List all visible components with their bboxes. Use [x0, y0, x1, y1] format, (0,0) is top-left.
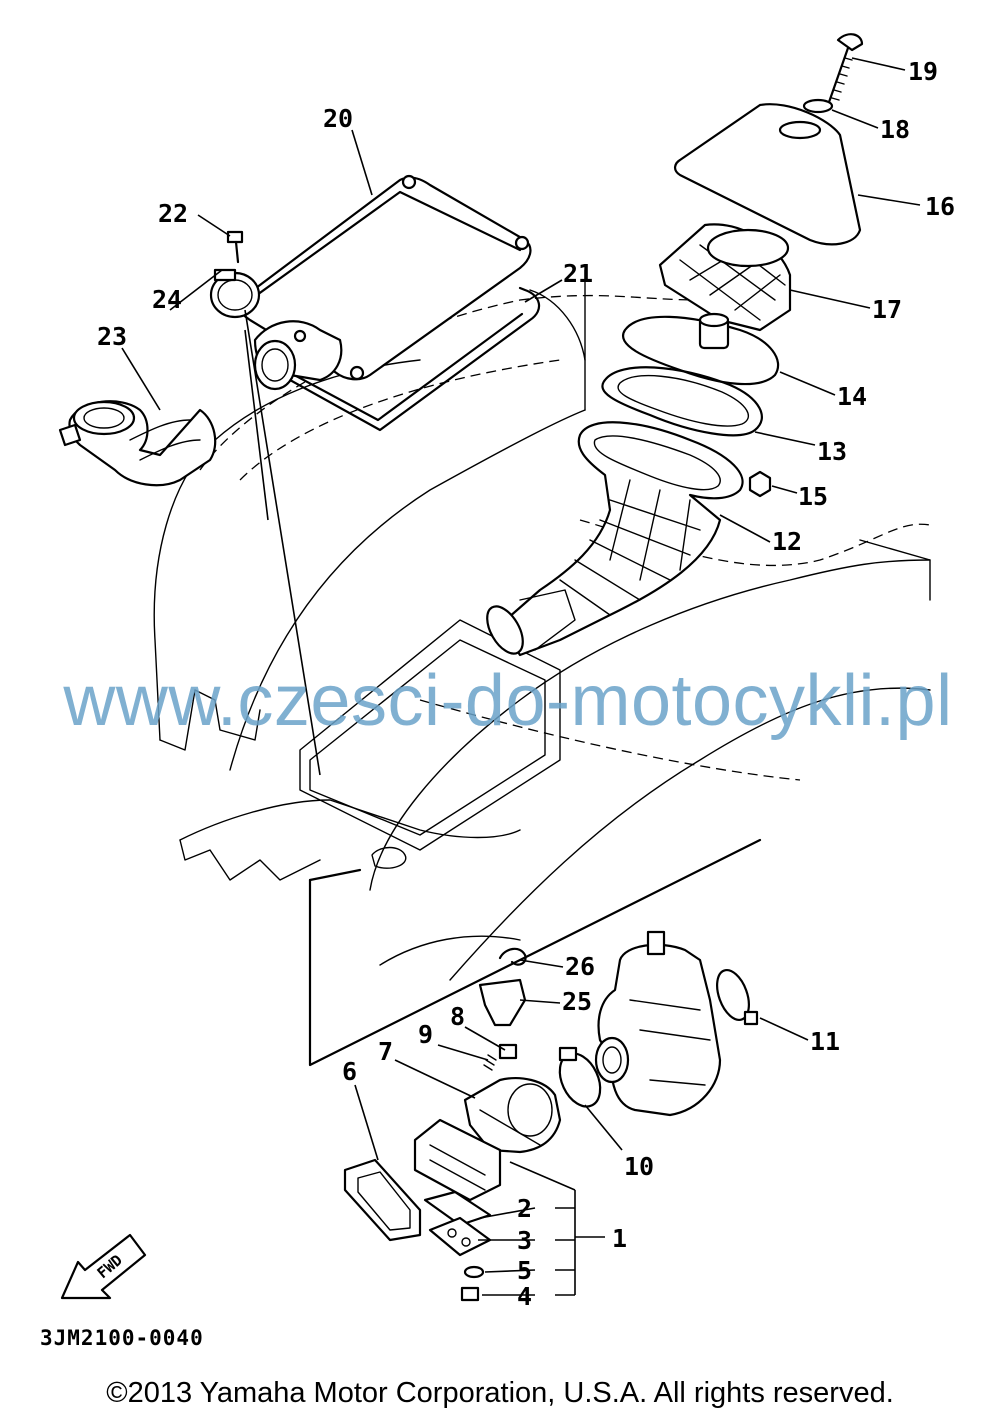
callout-11: 11 [810, 1027, 840, 1056]
callout-1: 1 [612, 1224, 627, 1253]
callout-18: 18 [880, 115, 910, 144]
fwd-arrow-icon: FWD [60, 1233, 147, 1300]
callout-26: 26 [565, 952, 595, 981]
callout-20: 20 [323, 104, 353, 133]
screw-8-spring-9 [483, 1043, 518, 1071]
cap-25 [478, 978, 527, 1027]
callout-16: 16 [925, 192, 955, 221]
carburetor [594, 930, 722, 1117]
callout-25: 25 [562, 987, 592, 1016]
callout-14: 14 [837, 382, 867, 411]
screw-22 [226, 230, 244, 264]
reed-area-frame [308, 838, 762, 1067]
gasket-6 [343, 1158, 422, 1242]
hose-band [209, 268, 261, 319]
callout-24: 24 [152, 285, 182, 314]
airbox-joint [253, 320, 343, 391]
filter-element [658, 223, 792, 332]
washer-18 [802, 98, 834, 114]
callout-6: 6 [342, 1057, 357, 1086]
carb-clamp-11 [716, 969, 759, 1026]
part-code: 3JM2100-0040 [40, 1326, 204, 1350]
reed-valve [413, 1118, 502, 1202]
nut-15 [748, 470, 772, 498]
filter-gasket [601, 366, 763, 437]
callout-3: 3 [517, 1226, 532, 1255]
callout-labels: 1 2 3 4 5 6 7 8 9 10 11 12 13 14 15 16 1… [97, 57, 955, 1311]
callout-15: 15 [798, 482, 828, 511]
callout-5: 5 [517, 1256, 532, 1285]
callout-13: 13 [817, 437, 847, 466]
screw-4-washer-5 [460, 1265, 485, 1302]
callout-12: 12 [772, 527, 802, 556]
copyright: ©2013 Yamaha Motor Corporation, U.S.A. A… [106, 1377, 894, 1409]
callout-9: 9 [418, 1020, 433, 1049]
callout-21: 21 [563, 259, 593, 288]
callout-4: 4 [517, 1282, 532, 1311]
carb-clamp-10 [558, 1046, 602, 1108]
callout-22: 22 [158, 199, 188, 228]
callout-2: 2 [517, 1194, 532, 1223]
callout-23: 23 [97, 322, 127, 351]
intake-elbow [58, 400, 217, 487]
filter-cap [674, 103, 862, 246]
callout-19: 19 [908, 57, 938, 86]
reed-parts-2-3 [423, 1190, 492, 1257]
intake-duct [486, 421, 744, 657]
leader-lines [121, 57, 921, 1296]
callout-7: 7 [378, 1037, 393, 1066]
bolt-19 [826, 33, 864, 107]
airbox-gasket [283, 286, 541, 432]
callout-10: 10 [624, 1152, 654, 1181]
filter-holder [622, 312, 780, 386]
callout-8: 8 [450, 1002, 465, 1031]
callout-17: 17 [872, 295, 902, 324]
frame-body [153, 269, 931, 981]
reed-joint-7 [463, 1077, 562, 1154]
clip-26 [498, 947, 527, 966]
